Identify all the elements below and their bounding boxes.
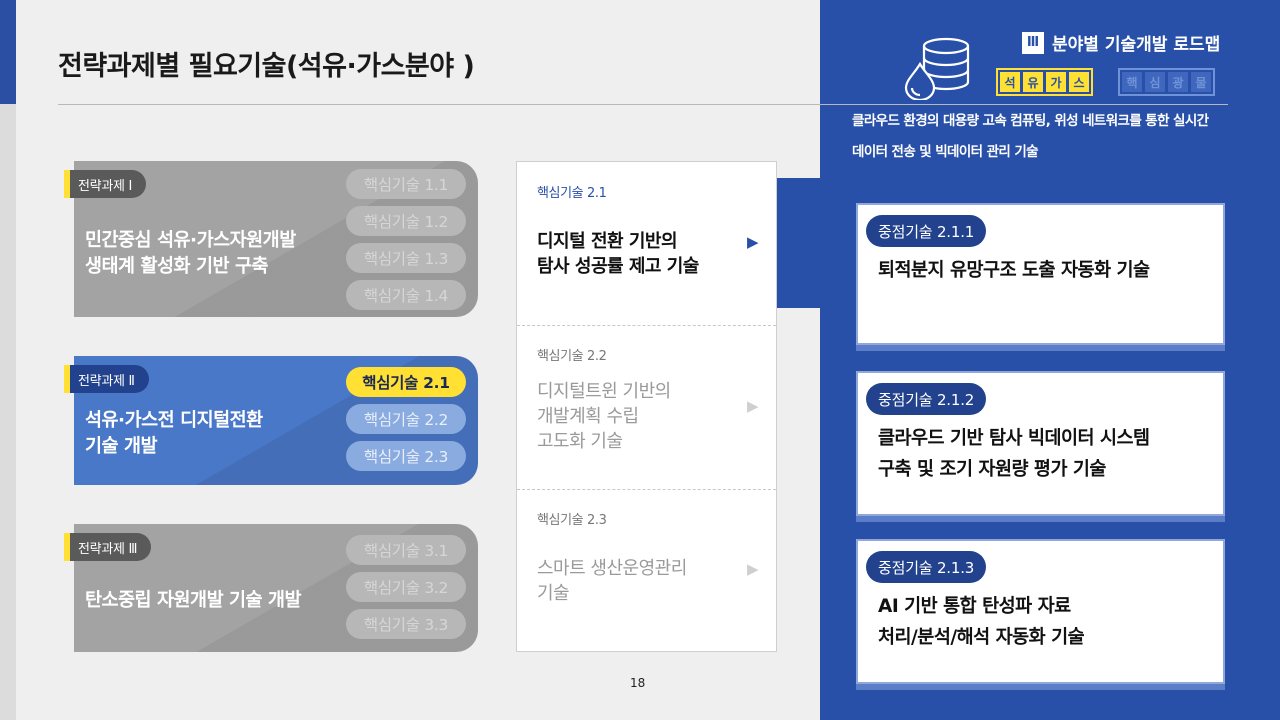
strategy-label-text: 전략과제 Ⅲ — [78, 541, 138, 557]
core-tech-number: 핵심기술 2.1 — [537, 186, 607, 201]
tech-pill[interactable]: 핵심기술 1.4 — [346, 280, 466, 310]
strategy-title: 민간중심 석유·가스자원개발 생태계 활성화 기반 구축 — [85, 228, 296, 280]
strategy-title-line: 탄소중립 자원개발 기술 개발 — [85, 590, 302, 611]
tech-pill-active[interactable]: 핵심기술 2.1 — [346, 367, 466, 397]
core-tech-name: 디지털트윈 기반의 개발계획 수립 고도화 기술 — [537, 379, 671, 454]
tag-char: 광 — [1168, 72, 1188, 92]
focus-tech-badge: 중점기술 2.1.2 — [866, 383, 987, 415]
core-tech-item-2-1[interactable]: 핵심기술 2.1 디지털 전환 기반의 탐사 성공률 제고 기술 ▶ — [517, 162, 776, 325]
roadmap-title-text: 분야별 기술개발 로드맵 — [1052, 35, 1221, 55]
strategy-title-line: 석유·가스전 디지털전환 — [85, 410, 263, 431]
description-line: 클라우드 환경의 대용량 고속 컴퓨팅, 위성 네트워크를 통한 실시간 — [852, 113, 1209, 129]
strategy-label-3: 전략과제 Ⅲ — [64, 533, 152, 561]
arrow-right-icon: ▶ — [747, 233, 759, 251]
core-tech-item-2-3[interactable]: 핵심기술 2.3 스마트 생산운영관리 기술 ▶ — [517, 489, 776, 651]
strategy-title-line: 민간중심 석유·가스자원개발 — [85, 230, 296, 251]
focus-tech-line: 퇴적분지 유망구조 도출 자동화 기술 — [878, 260, 1150, 281]
focus-tech-line: 클라우드 기반 탐사 빅데이터 시스템 — [878, 428, 1150, 449]
strategy-card-2: 석유·가스전 디지털전환 기술 개발 핵심기술 2.1 핵심기술 2.2 핵심기… — [74, 356, 478, 485]
strategy-label-1: 전략과제 Ⅰ — [64, 170, 147, 198]
core-tech-item-2-2[interactable]: 핵심기술 2.2 디지털트윈 기반의 개발계획 수립 고도화 기술 ▶ — [517, 325, 776, 489]
tech-pill[interactable]: 핵심기술 3.2 — [346, 572, 466, 602]
core-tech-name-line: 디지털트윈 기반의 — [537, 381, 671, 402]
tag-oil-gas: 석 유 가 스 — [996, 68, 1093, 96]
strategy-title-line: 기술 개발 — [85, 436, 158, 457]
core-tech-name-line: 스마트 생산운영관리 — [537, 558, 687, 579]
focus-tech-line: AI 기반 통합 탄성파 자료 — [878, 596, 1071, 617]
core-tech-name-line: 디지털 전환 기반의 — [537, 231, 678, 252]
oil-drum-icon — [904, 37, 970, 100]
strategy-tech-list: 핵심기술 3.1 핵심기술 3.2 핵심기술 3.3 — [346, 535, 466, 639]
title-divider — [58, 104, 1228, 105]
section-roman-numeral: Ⅲ — [1022, 31, 1044, 54]
description-line: 데이터 전송 및 빅데이터 관리 기술 — [852, 144, 1039, 160]
tag-char: 가 — [1046, 72, 1066, 92]
connector-band — [777, 178, 821, 308]
tech-pill[interactable]: 핵심기술 2.2 — [346, 404, 466, 434]
core-tech-name: 디지털 전환 기반의 탐사 성공률 제고 기술 — [537, 229, 699, 279]
strategy-title: 석유·가스전 디지털전환 기술 개발 — [85, 408, 263, 460]
tag-char: 심 — [1145, 72, 1165, 92]
strategy-label-text: 전략과제 Ⅱ — [78, 373, 135, 389]
tag-char: 물 — [1191, 72, 1211, 92]
strategy-title-line: 생태계 활성화 기반 구축 — [85, 256, 269, 277]
arrow-right-icon: ▶ — [747, 397, 759, 415]
core-tech-name-line: 탐사 성공률 제고 기술 — [537, 256, 699, 277]
tech-pill[interactable]: 핵심기술 3.1 — [346, 535, 466, 565]
core-tech-list: 핵심기술 2.1 디지털 전환 기반의 탐사 성공률 제고 기술 ▶ 핵심기술 … — [516, 161, 777, 652]
tech-pill[interactable]: 핵심기술 1.1 — [346, 169, 466, 199]
strategy-tech-list: 핵심기술 2.1 핵심기술 2.2 핵심기술 2.3 — [346, 367, 466, 471]
core-tech-number: 핵심기술 2.2 — [537, 349, 607, 364]
left-accent-bar — [0, 0, 16, 104]
strategy-tech-list: 핵심기술 1.1 핵심기술 1.2 핵심기술 1.3 핵심기술 1.4 — [346, 169, 466, 310]
focus-tech-text: 퇴적분지 유망구조 도출 자동화 기술 — [878, 255, 1150, 286]
header-description: 클라우드 환경의 대용량 고속 컴퓨팅, 위성 네트워크를 통한 실시간 데이터… — [852, 106, 1232, 168]
tag-char: 스 — [1069, 72, 1089, 92]
core-tech-name-line: 기술 — [537, 583, 570, 604]
page-title: 전략과제별 필요기술(석유·가스분야 ) — [58, 51, 475, 82]
tag-core-minerals: 핵 심 광 물 — [1118, 68, 1215, 96]
tag-char: 핵 — [1122, 72, 1142, 92]
strategy-label-2: 전략과제 Ⅱ — [64, 365, 149, 393]
page-number: 18 — [630, 676, 646, 690]
strategy-label-text: 전략과제 Ⅰ — [78, 178, 133, 194]
tech-pill[interactable]: 핵심기술 1.3 — [346, 243, 466, 273]
tag-char: 석 — [1000, 72, 1020, 92]
focus-tech-line: 처리/분석/해석 자동화 기술 — [878, 627, 1085, 648]
focus-tech-text: 클라우드 기반 탐사 빅데이터 시스템 구축 및 조기 자원량 평가 기술 — [878, 423, 1150, 485]
core-tech-name: 스마트 생산운영관리 기술 — [537, 556, 687, 606]
focus-tech-card-1: 중점기술 2.1.1 퇴적분지 유망구조 도출 자동화 기술 — [856, 203, 1225, 345]
core-tech-name-line: 고도화 기술 — [537, 431, 623, 452]
arrow-right-icon: ▶ — [747, 560, 759, 578]
focus-tech-line: 구축 및 조기 자원량 평가 기술 — [878, 459, 1106, 480]
tag-char: 유 — [1023, 72, 1043, 92]
focus-tech-badge: 중점기술 2.1.3 — [866, 551, 987, 583]
focus-tech-badge: 중점기술 2.1.1 — [866, 215, 987, 247]
left-gray-bar — [0, 104, 16, 720]
focus-tech-text: AI 기반 통합 탄성파 자료 처리/분석/해석 자동화 기술 — [878, 591, 1085, 653]
focus-tech-card-2: 중점기술 2.1.2 클라우드 기반 탐사 빅데이터 시스템 구축 및 조기 자… — [856, 371, 1225, 516]
tech-pill[interactable]: 핵심기술 3.3 — [346, 609, 466, 639]
core-tech-number: 핵심기술 2.3 — [537, 513, 607, 528]
strategy-title: 탄소중립 자원개발 기술 개발 — [85, 588, 302, 614]
roadmap-title: Ⅲ 분야별 기술개발 로드맵 — [1022, 30, 1220, 55]
tech-pill[interactable]: 핵심기술 1.2 — [346, 206, 466, 236]
focus-tech-card-3: 중점기술 2.1.3 AI 기반 통합 탄성파 자료 처리/분석/해석 자동화 … — [856, 539, 1225, 684]
core-tech-name-line: 개발계획 수립 — [537, 406, 639, 427]
tech-pill[interactable]: 핵심기술 2.3 — [346, 441, 466, 471]
